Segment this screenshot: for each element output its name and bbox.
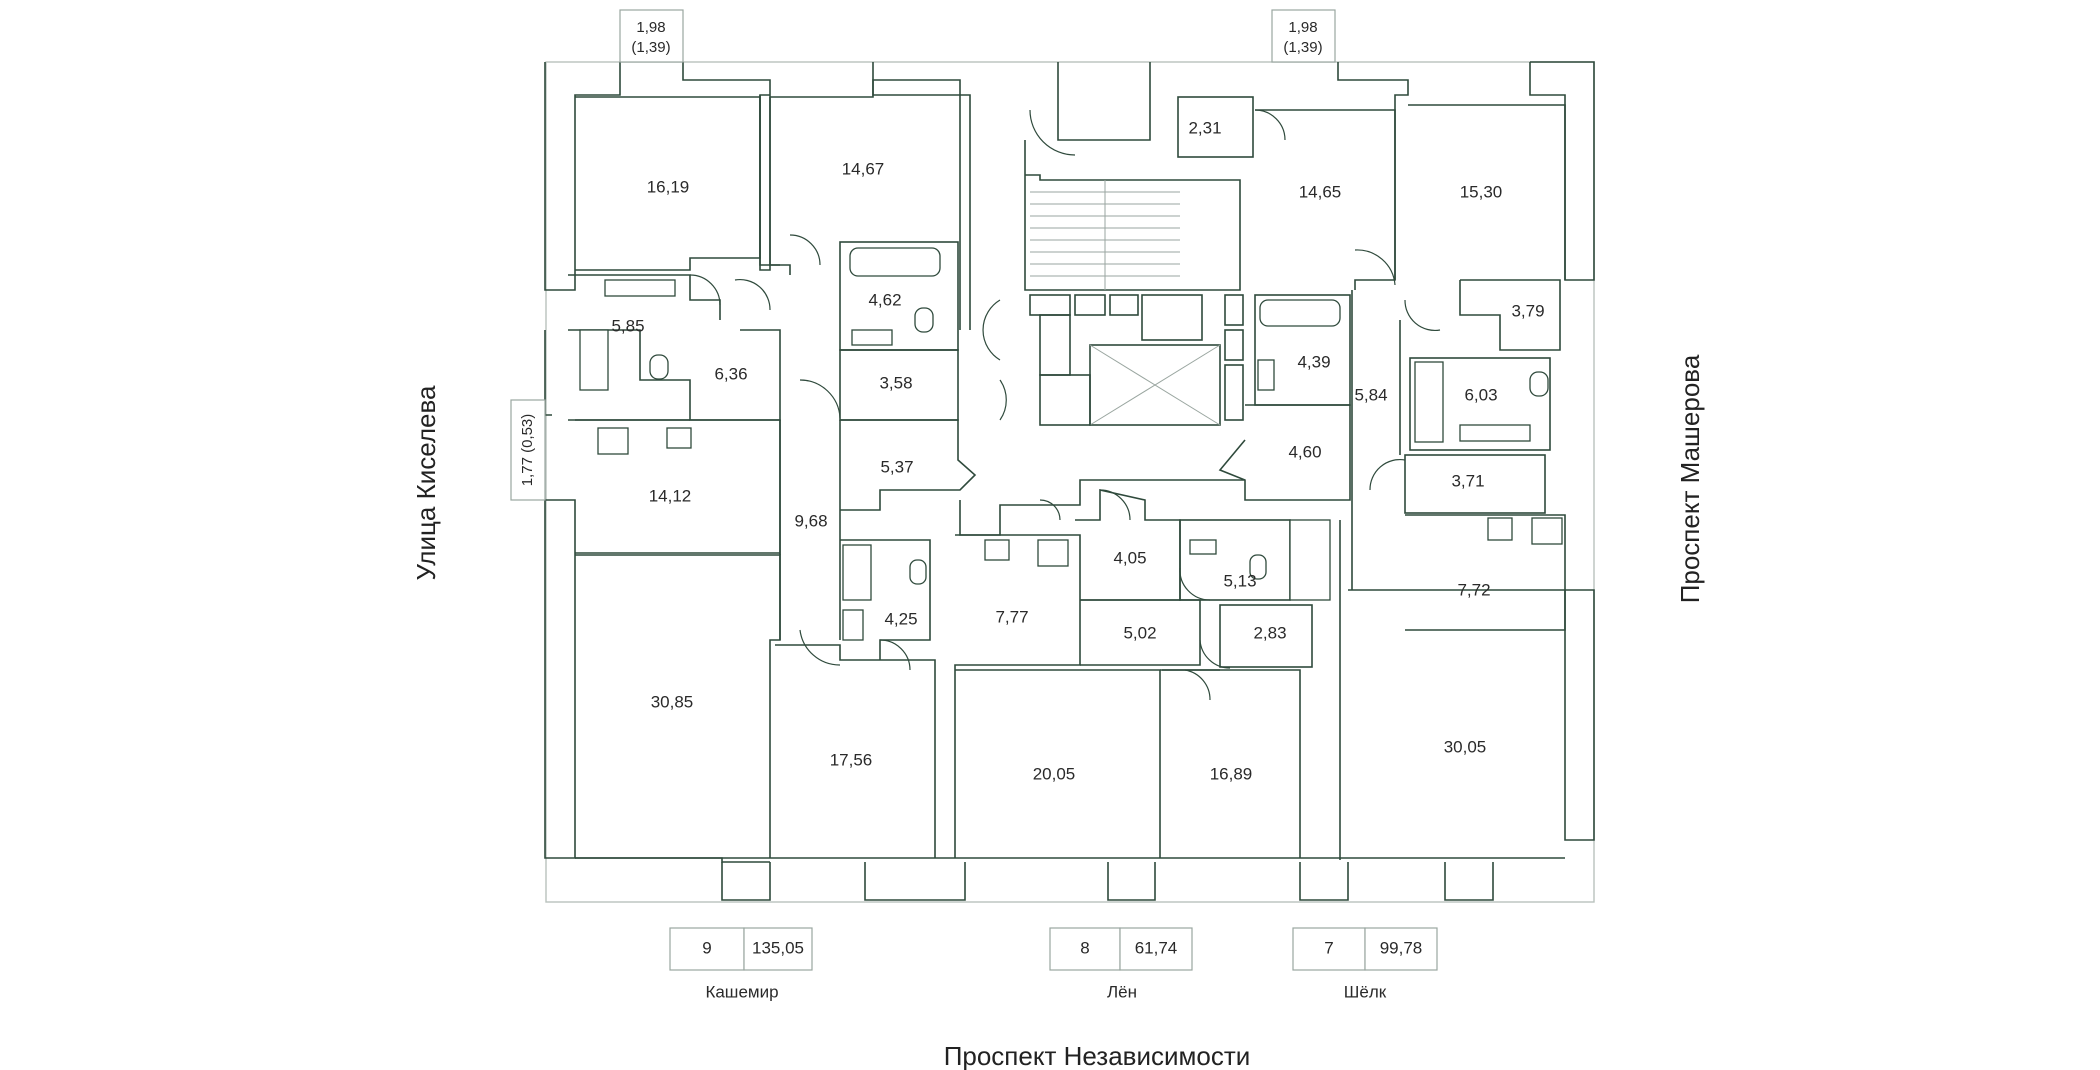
balcony-area: 1,98 <box>1288 19 1317 36</box>
sink-icon <box>851 329 893 346</box>
balcony-area: 1,98 <box>636 19 665 36</box>
apartment-9-summary: 9 135,05 Кашемир <box>669 927 813 1001</box>
exterior-walls <box>544 61 1595 901</box>
street-name-left: Улица Киселева <box>411 385 441 580</box>
room-area: 16,89 <box>1210 764 1253 783</box>
room-area: 4,25 <box>884 609 917 628</box>
sink-icon <box>842 609 864 641</box>
toilet-icon <box>1249 554 1267 580</box>
room-area: 20,05 <box>1033 764 1076 783</box>
apartment-number: 7 <box>1324 938 1333 957</box>
toilet-icon <box>649 354 669 380</box>
apartment-number: 8 <box>1080 938 1089 957</box>
apartment-name: Шёлк <box>1344 982 1387 1001</box>
room-area: 7,72 <box>1457 580 1490 599</box>
room-labels: 16,19 14,67 5,85 4,62 6,36 3,58 14,12 5,… <box>611 118 1544 783</box>
room-area: 7,77 <box>995 607 1028 626</box>
room-area: 4,05 <box>1113 548 1146 567</box>
apartment-name: Кашемир <box>705 982 778 1001</box>
fixtures <box>579 247 1563 641</box>
room-area: 4,62 <box>868 290 901 309</box>
balcony-side-left: 1,77 (0,53) <box>510 399 546 501</box>
street-name-bottom: Проспект Независимости <box>944 1041 1251 1070</box>
sink-icon <box>984 539 1010 561</box>
balcony-area-reduced: (1,39) <box>631 39 670 56</box>
apartment-area: 135,05 <box>752 938 804 957</box>
room-area: 6,36 <box>714 364 747 383</box>
balcony-top-right: 1,98 (1,39) <box>1271 9 1336 63</box>
shower-icon <box>1414 361 1444 443</box>
stove-icon <box>1037 539 1069 567</box>
apartment-7-summary: 7 99,78 Шёлк <box>1292 927 1438 1001</box>
room-area: 2,31 <box>1188 118 1221 137</box>
room-area: 9,68 <box>794 511 827 530</box>
sink-icon <box>1459 424 1531 442</box>
balcony-top-left: 1,98 (1,39) <box>619 9 684 63</box>
room-area: 5,13 <box>1223 571 1256 590</box>
room-area: 14,65 <box>1299 182 1342 201</box>
apartment-name: Лён <box>1107 982 1137 1001</box>
shower-icon <box>842 544 872 601</box>
bathtub-icon <box>849 247 941 277</box>
apartment-area: 61,74 <box>1135 938 1178 957</box>
room-area: 14,12 <box>649 486 692 505</box>
doors <box>689 109 1441 701</box>
sink-icon <box>1257 359 1275 391</box>
room-area: 4,39 <box>1297 352 1330 371</box>
shower-icon <box>579 329 609 391</box>
apartment-8-summary: 8 61,74 Лён <box>1049 927 1193 1001</box>
toilet-icon <box>914 307 934 333</box>
sink-icon <box>666 427 692 449</box>
room-area: 17,56 <box>830 750 873 769</box>
room-area: 3,58 <box>879 373 912 392</box>
apartment-number: 9 <box>702 938 711 957</box>
shower-icon <box>1289 519 1331 601</box>
sink-icon <box>1487 517 1513 541</box>
sink-icon <box>1189 539 1217 555</box>
room-area: 30,85 <box>651 692 694 711</box>
sink-icon <box>604 279 676 297</box>
stove-icon <box>1531 517 1563 545</box>
room-area: 4,60 <box>1288 442 1321 461</box>
room-area: 5,84 <box>1354 385 1387 404</box>
room-area: 2,83 <box>1253 623 1286 642</box>
room-area: 30,05 <box>1444 737 1487 756</box>
building-outline <box>545 61 1595 903</box>
street-name-right: Проспект Машерова <box>1675 354 1705 603</box>
room-area: 3,71 <box>1451 471 1484 490</box>
stair-core <box>959 62 1245 536</box>
room-area: 5,37 <box>880 457 913 476</box>
room-area: 5,02 <box>1123 623 1156 642</box>
toilet-icon <box>1529 371 1549 397</box>
apartment-area: 99,78 <box>1380 938 1423 957</box>
stair-treads <box>1030 180 1180 290</box>
room-area: 15,30 <box>1460 182 1503 201</box>
balcony-area: 1,77 (0,53) <box>519 414 536 487</box>
toilet-icon <box>909 559 927 585</box>
bathtub-icon <box>1259 299 1341 327</box>
stove-icon <box>597 427 629 455</box>
room-partitions <box>568 79 1566 860</box>
room-area: 14,67 <box>842 159 885 178</box>
room-area: 6,03 <box>1464 385 1497 404</box>
balcony-area-reduced: (1,39) <box>1283 39 1322 56</box>
room-area: 3,79 <box>1511 301 1544 320</box>
room-area: 16,19 <box>647 177 690 196</box>
room-area: 5,85 <box>611 316 644 335</box>
